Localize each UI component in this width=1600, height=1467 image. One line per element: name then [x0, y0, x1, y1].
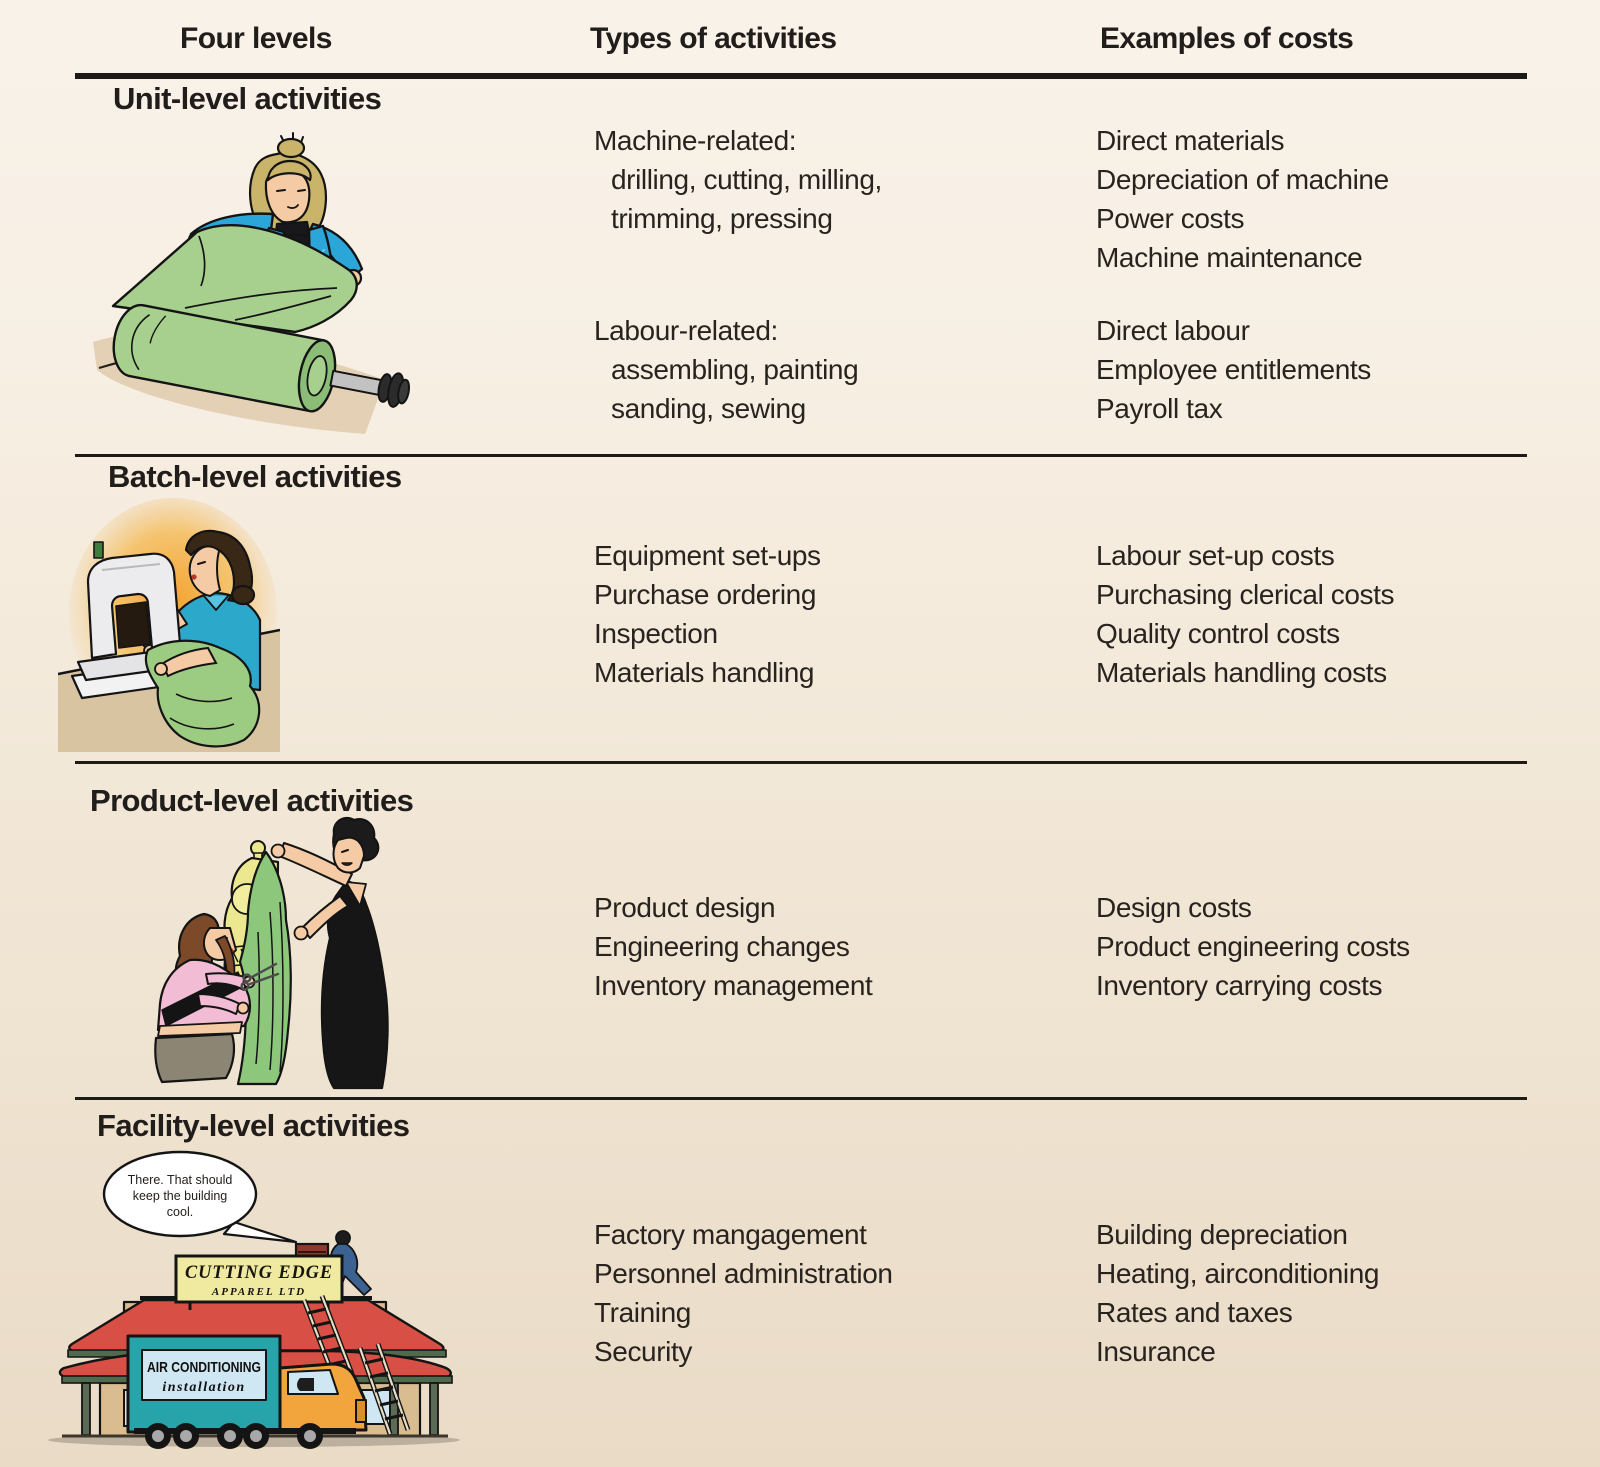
column-header-four-levels: Four levels	[180, 22, 332, 55]
cost-line: Direct materials	[1096, 125, 1285, 156]
section-title-product-level: Product-level activities	[90, 783, 414, 818]
unit-machine-activities: Machine-related: drilling, cutting, mill…	[594, 121, 882, 238]
ladders	[301, 1295, 411, 1435]
column-header-examples-of-costs: Examples of costs	[1100, 22, 1354, 55]
cost-line: Quality control costs	[1096, 618, 1340, 649]
product-costs: Design costs Product engineering costs I…	[1096, 888, 1410, 1005]
unit-labour-activities: Labour-related: assembling, painting san…	[594, 311, 859, 428]
truck-sign-line-1: AIR CONDITIONING	[147, 1359, 261, 1376]
cost-line: Building depreciation	[1096, 1219, 1348, 1250]
activity-line: Equipment set-ups	[594, 540, 821, 571]
header-rule	[75, 73, 1527, 79]
activity-line: Inventory management	[594, 970, 873, 1001]
batch-activities: Equipment set-ups Purchase ordering Insp…	[594, 536, 821, 692]
cost-line: Rates and taxes	[1096, 1297, 1293, 1328]
speech-bubble-line-2: keep the building	[133, 1189, 228, 1203]
cost-line: Product engineering costs	[1096, 931, 1410, 962]
truck: AIR CONDITIONING installation	[126, 1334, 368, 1449]
speech-bubble: There. That should keep the building coo…	[102, 1150, 298, 1244]
activity-line: Labour-related:	[594, 315, 778, 346]
unit-labour-costs: Direct labour Employee entitlements Payr…	[1096, 311, 1371, 428]
section-title-facility-level: Facility-level activities	[97, 1108, 410, 1143]
fabric-sheet	[111, 224, 358, 334]
cost-line: Design costs	[1096, 892, 1252, 923]
section-divider	[75, 1097, 1527, 1100]
illustration-facility-level-building: CUTTING EDGE APPAREL LTD	[48, 1150, 460, 1449]
speech-bubble-line-1: There. That should	[128, 1173, 233, 1187]
kneeling-designer	[154, 912, 280, 1084]
cost-line: Insurance	[1096, 1336, 1216, 1367]
activity-line: Purchase ordering	[594, 579, 816, 610]
batch-costs: Labour set-up costs Purchasing clerical …	[1096, 536, 1395, 692]
cost-line: Labour set-up costs	[1096, 540, 1335, 571]
illustration-product-level-mannequin	[154, 816, 389, 1090]
facility-costs: Building depreciation Heating, aircondit…	[1096, 1215, 1379, 1371]
truck-wheels	[145, 1423, 323, 1449]
section-divider	[75, 761, 1527, 764]
section-title-batch-level: Batch-level activities	[108, 459, 402, 494]
truck-sign-line-2: installation	[162, 1380, 245, 1395]
activity-line: trimming, pressing	[611, 203, 833, 234]
cost-line: Payroll tax	[1096, 393, 1223, 424]
activity-line: Personnel administration	[594, 1258, 893, 1289]
cost-line: Employee entitlements	[1096, 354, 1371, 385]
activity-line: Machine-related:	[594, 125, 797, 156]
illustration-unit-level-fabric-roll	[93, 132, 411, 434]
cost-line: Power costs	[1096, 203, 1245, 234]
activity-line: Engineering changes	[594, 931, 850, 962]
activity-line: Training	[594, 1297, 691, 1328]
building-sign-line-1: CUTTING EDGE	[185, 1262, 333, 1283]
facility-activities: Factory mangagement Personnel administra…	[594, 1215, 893, 1371]
scissors	[240, 962, 280, 991]
unit-machine-costs: Direct materials Depreciation of machine…	[1096, 121, 1389, 277]
standing-designer	[270, 816, 389, 1090]
section-divider	[75, 454, 1527, 457]
cost-line: Machine maintenance	[1096, 242, 1363, 273]
building-sign-line-2: APPAREL LTD	[211, 1286, 306, 1298]
green-drape	[236, 850, 292, 1086]
cost-line: Depreciation of machine	[1096, 164, 1389, 195]
machinist-forearm	[154, 646, 218, 678]
activity-line: drilling, cutting, milling,	[611, 164, 882, 195]
cost-line: Materials handling costs	[1096, 657, 1387, 688]
cost-line: Purchasing clerical costs	[1096, 579, 1395, 610]
speech-bubble-line-3: cool.	[167, 1205, 193, 1219]
activity-line: Security	[594, 1336, 692, 1367]
activity-line: sanding, sewing	[611, 393, 806, 424]
lower-ladder	[357, 1343, 411, 1435]
activity-line: assembling, painting	[611, 354, 859, 385]
cost-line: Heating, airconditioning	[1096, 1258, 1380, 1289]
building-sign: CUTTING EDGE APPAREL LTD	[174, 1254, 344, 1310]
activity-line: Product design	[594, 892, 776, 923]
activity-line: Materials handling	[594, 657, 815, 688]
section-title-unit-level: Unit-level activities	[113, 81, 382, 116]
activity-line: Factory mangagement	[594, 1219, 867, 1250]
product-activities: Product design Engineering changes Inven…	[594, 888, 873, 1005]
illustration-batch-level-sewing	[58, 498, 280, 752]
fabric-roll	[112, 304, 411, 413]
column-header-types-of-activities: Types of activities	[590, 22, 837, 55]
activity-line: Inspection	[594, 618, 718, 649]
cost-line: Direct labour	[1096, 315, 1250, 346]
cost-line: Inventory carrying costs	[1096, 970, 1383, 1001]
